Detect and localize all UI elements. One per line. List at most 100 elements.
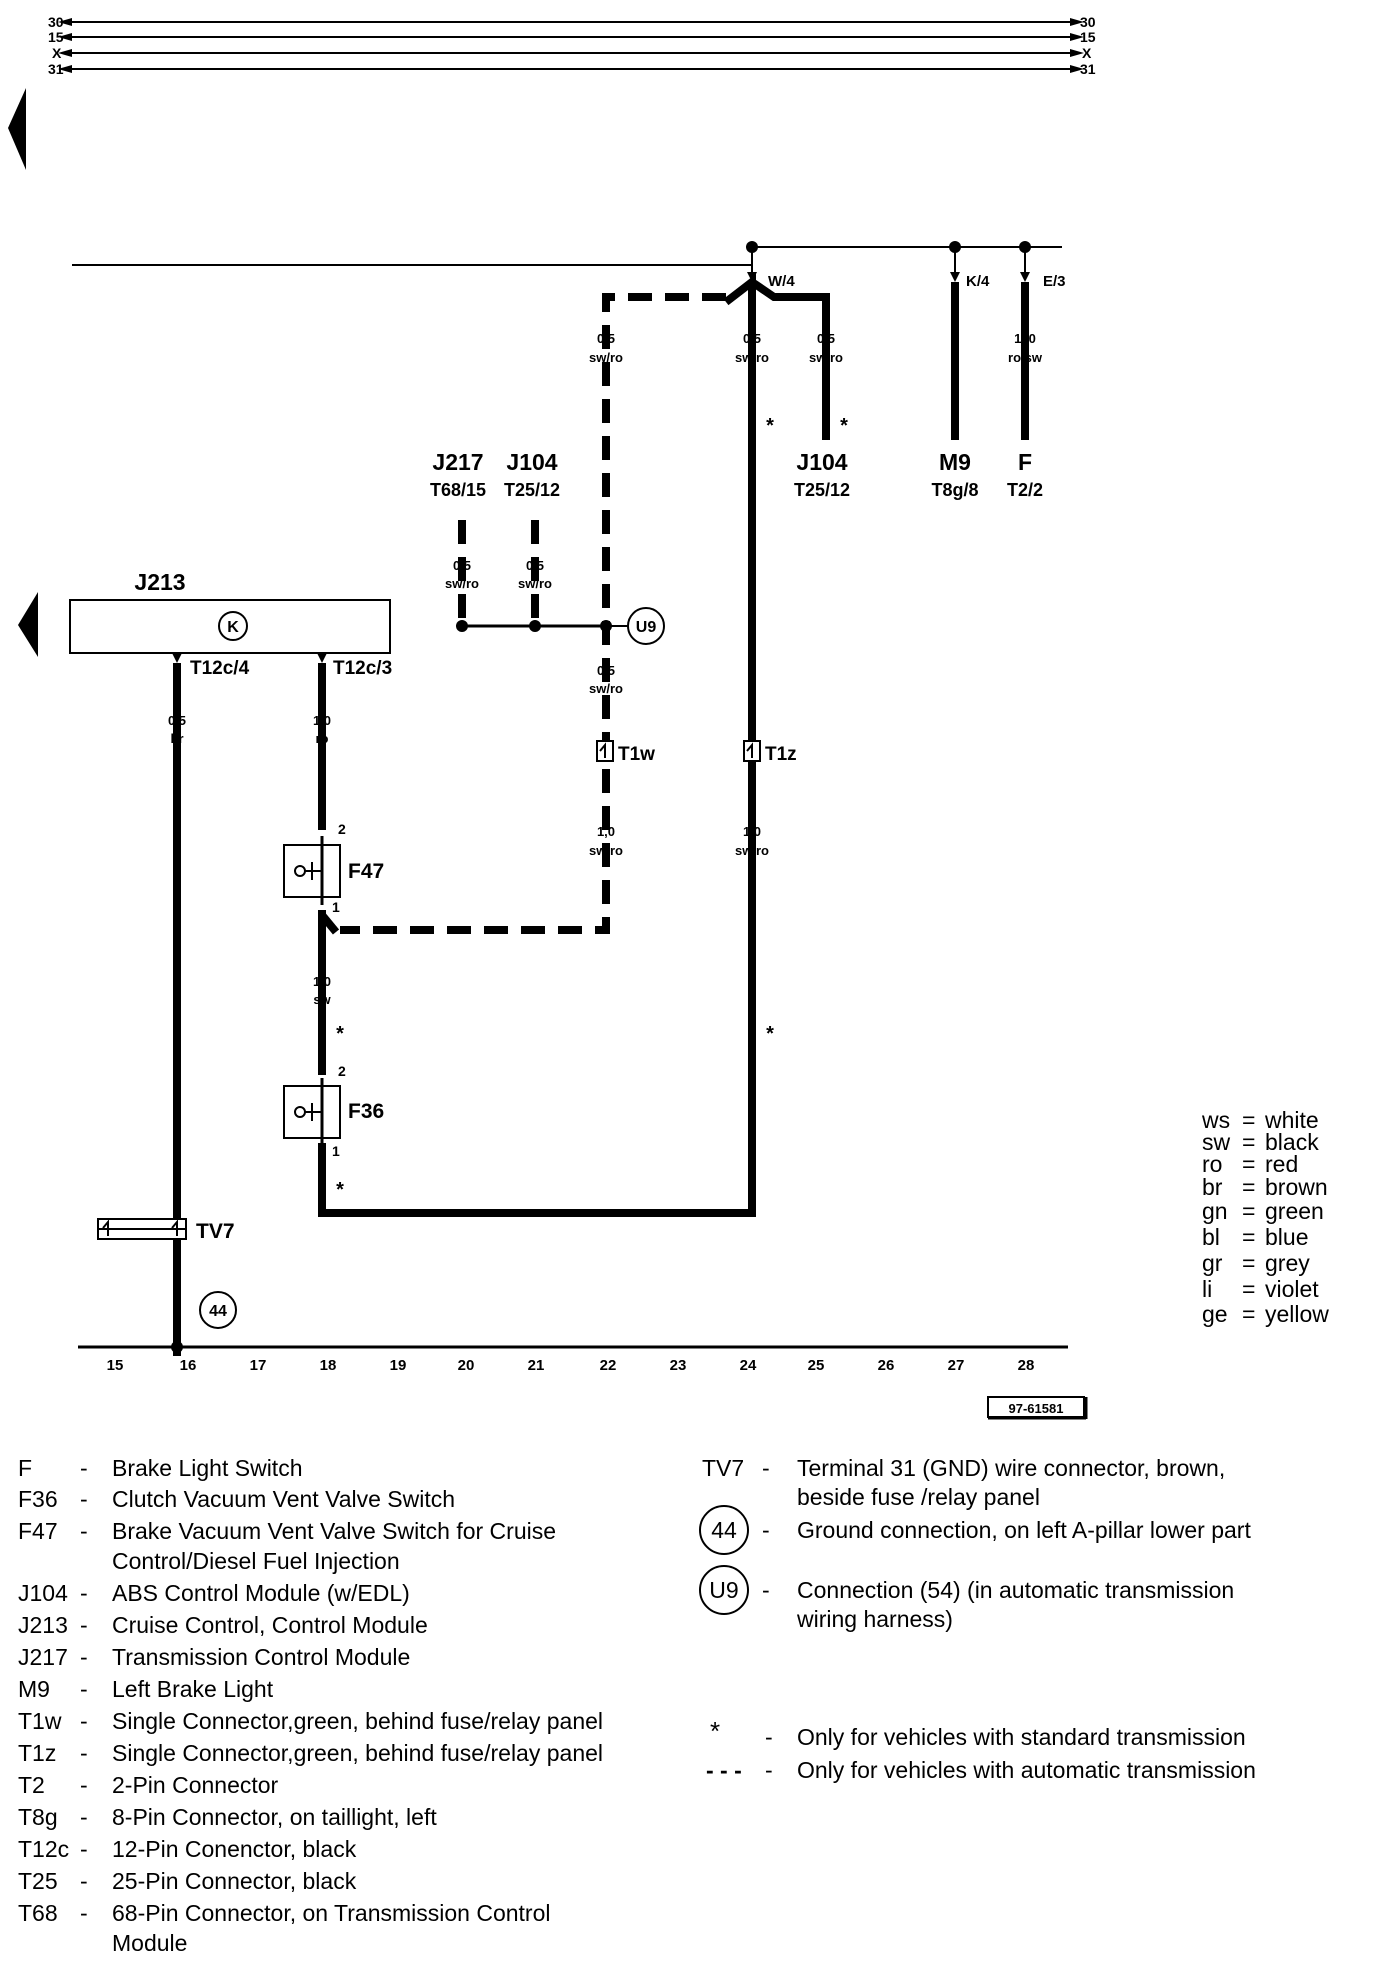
k-symbol-label: K	[227, 619, 239, 636]
wire-gauge: 1.,0	[1014, 331, 1036, 346]
note-text: Only for vehicles with automatic transmi…	[797, 1757, 1256, 1783]
legend-separator: -	[80, 1708, 88, 1734]
legend-desc: Control/Diesel Fuel Injection	[112, 1548, 400, 1574]
svg-text:=: =	[1242, 1129, 1255, 1155]
svg-text:=: =	[1242, 1224, 1255, 1250]
wire-gauge: 0,5	[597, 331, 615, 346]
location-number: 20	[458, 1357, 475, 1374]
svg-text:=: =	[1242, 1301, 1255, 1327]
legend-code: J104	[18, 1580, 68, 1606]
pin-label-t25-12-right: T25/12	[794, 480, 850, 500]
color-code: li	[1202, 1276, 1212, 1302]
legend-code: TV7	[702, 1455, 744, 1481]
legend-code: F47	[18, 1518, 58, 1544]
wire-gauge: 0,5	[168, 713, 186, 728]
continuation-arrow-icon	[8, 88, 26, 170]
legend-desc: 68-Pin Connector, on Transmission Contro…	[112, 1900, 551, 1926]
location-number: 19	[390, 1357, 407, 1374]
wire-color: sw/ro	[589, 681, 623, 696]
legend-separator: -	[80, 1518, 88, 1544]
legend-code: F	[18, 1455, 32, 1481]
svg-text:=: =	[1242, 1174, 1255, 1200]
f36-pin2: 2	[338, 1063, 346, 1079]
f36-switch-box	[283, 1085, 341, 1139]
wire-gauge: 0,5	[453, 558, 471, 573]
color-name: green	[1265, 1198, 1324, 1224]
location-numbers: 15 16 17 18 19 20 21 22 23 24 25 26 27 2…	[107, 1357, 1035, 1374]
legend-desc: Single Connector,green, behind fuse/rela…	[112, 1708, 603, 1734]
wire-color: sw/ro	[445, 576, 479, 591]
legend-separator: -	[80, 1740, 88, 1766]
legend-desc: Left Brake Light	[112, 1676, 274, 1702]
legend-separator: -	[762, 1455, 770, 1481]
legend-code: T2	[18, 1772, 45, 1798]
legend-right: TV7 - Terminal 31 (GND) wire connector, …	[699, 1455, 1251, 1632]
legend-separator: -	[80, 1676, 88, 1702]
svg-text:=: =	[1242, 1250, 1255, 1276]
component-f36: F36	[348, 1100, 384, 1123]
star-mark: *	[766, 415, 774, 437]
legend-code: J213	[18, 1612, 68, 1638]
color-code: gn	[1202, 1198, 1228, 1224]
component-f: F	[1018, 449, 1032, 475]
legend-code: F36	[18, 1486, 58, 1512]
legend-desc: 8-Pin Connector, on taillight, left	[112, 1804, 437, 1830]
legend-desc: Brake Light Switch	[112, 1455, 302, 1481]
svg-text:=: =	[1242, 1107, 1255, 1133]
component-j104-right: J104	[796, 449, 847, 475]
legend-desc: ABS Control Module (w/EDL)	[112, 1580, 410, 1606]
legend-desc: 12-Pin Conenctor, black	[112, 1836, 357, 1862]
legend-separator: -	[80, 1644, 88, 1670]
color-code: bl	[1202, 1224, 1220, 1250]
star-mark: *	[336, 1023, 344, 1045]
legend-code: 44	[711, 1517, 737, 1543]
location-number: 26	[878, 1357, 895, 1374]
legend-left: F - Brake Light Switch F36 - Clutch Vacu…	[18, 1455, 603, 1956]
color-name: white	[1264, 1107, 1319, 1133]
bus-label-15-right: 15	[1080, 29, 1096, 45]
svg-text:=: =	[1242, 1151, 1255, 1177]
t1z-label: T1z	[765, 744, 797, 765]
u9-legend-symbol	[699, 1565, 749, 1615]
f36-pin1: 1	[332, 1143, 340, 1159]
legend-desc: Transmission Control Module	[112, 1644, 410, 1670]
bus-label-30-left: 30	[48, 14, 64, 30]
location-number: 28	[1018, 1357, 1035, 1374]
note-symbol: *	[710, 1716, 720, 1746]
wire-color: sw/ro	[735, 843, 769, 858]
color-name: violet	[1265, 1276, 1319, 1302]
component-j213: J213	[134, 569, 185, 595]
ground-44-symbol	[199, 1291, 237, 1329]
u9-connection-symbol	[627, 607, 665, 645]
solid-wires	[173, 273, 1029, 1356]
wire-gauge: 0,5	[597, 663, 615, 678]
f47-pin1: 1	[332, 899, 340, 915]
wire-gauge: 1,0	[597, 824, 615, 839]
wire-gauge: 1,0	[743, 824, 761, 839]
legend-code: T1z	[18, 1740, 56, 1766]
legend-desc: Module	[112, 1930, 187, 1956]
wire-labels: 0,5 sw/ro 0,5 sw/ro 0,5 sw/ro 1.,0 ro/sw…	[168, 331, 1043, 1007]
wire-color: ro/sw	[1008, 350, 1043, 365]
color-name: blue	[1265, 1224, 1308, 1250]
wire-gauge: 0,5	[743, 331, 761, 346]
star-mark: *	[766, 1023, 774, 1045]
wire-color: sw	[313, 992, 331, 1007]
star-mark: *	[336, 1179, 344, 1201]
t1w-label: T1w	[618, 744, 655, 765]
legend-separator: -	[80, 1612, 88, 1638]
legend-code: M9	[18, 1676, 50, 1702]
color-code: br	[1202, 1174, 1223, 1200]
component-j104-left: J104	[506, 449, 557, 475]
location-number: 22	[600, 1357, 617, 1374]
legend-code: U9	[709, 1577, 738, 1603]
ground-44-legend-symbol	[699, 1505, 749, 1555]
bus-label-x-right: X	[1082, 45, 1092, 61]
wire-color: br	[171, 731, 184, 746]
continuation-arrow-icon	[18, 592, 38, 657]
pin-label-t12c-3: T12c/3	[333, 658, 392, 679]
location-number: 15	[107, 1357, 124, 1374]
legend-code: T25	[18, 1868, 58, 1894]
u9-label: U9	[636, 619, 657, 636]
legend-separator: -	[80, 1580, 88, 1606]
